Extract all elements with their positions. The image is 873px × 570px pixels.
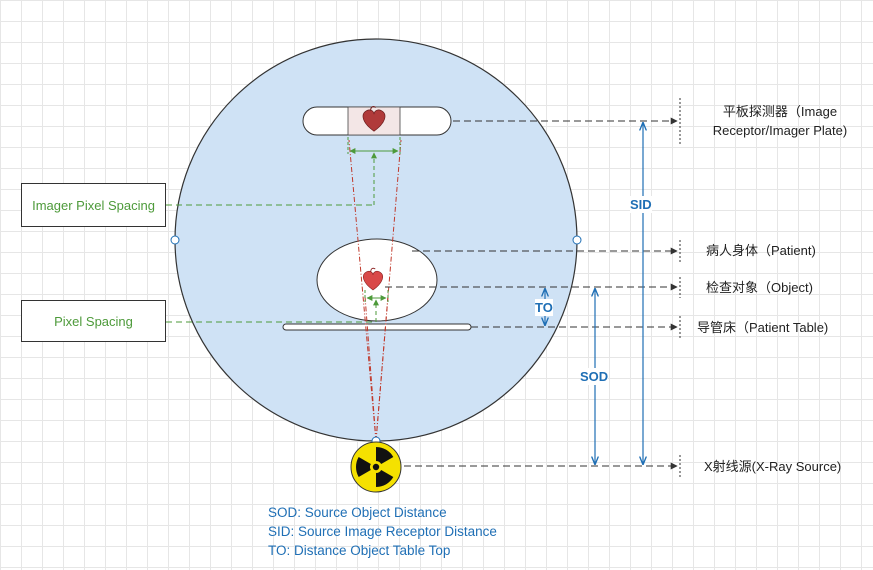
imager-plate-label: 平板探测器（Image Receptor/Imager Plate) [700, 102, 860, 140]
imager-plate-label-line2: Receptor/Imager Plate) [712, 123, 848, 138]
heart-icon [362, 106, 386, 132]
pixel-spacing-box: Pixel Spacing [21, 300, 166, 342]
gantry-handle-left[interactable] [170, 235, 180, 245]
sod-label: SOD [580, 368, 609, 385]
imager-spacing-measure [166, 137, 401, 206]
patient-table [282, 323, 472, 331]
xray-source-label: X射线源(X-Ray Source) [704, 459, 842, 474]
to-label: TO [535, 299, 553, 316]
gantry-handle-right[interactable] [572, 235, 582, 245]
legend-sod: SOD: Source Object Distance [268, 505, 447, 520]
heart-icon [363, 267, 383, 291]
imager-plate-label-line1: 平板探测器（Image [722, 104, 838, 119]
radiation-icon [350, 441, 402, 493]
patient-label: 病人身体（Patient) [706, 243, 816, 258]
abbreviation-legend: SOD: Source Object Distance SID: Source … [268, 503, 497, 560]
legend-sid: SID: Source Image Receptor Distance [268, 524, 497, 539]
imager-pixel-spacing-box: Imager Pixel Spacing [21, 183, 166, 227]
legend-to: TO: Distance Object Table Top [268, 543, 451, 558]
object-label: 检查对象（Object) [706, 280, 813, 295]
patient-table-label: 导管床（Patient Table) [697, 320, 829, 335]
pixel-spacing-measure [166, 290, 389, 323]
sid-label: SID [630, 196, 652, 213]
